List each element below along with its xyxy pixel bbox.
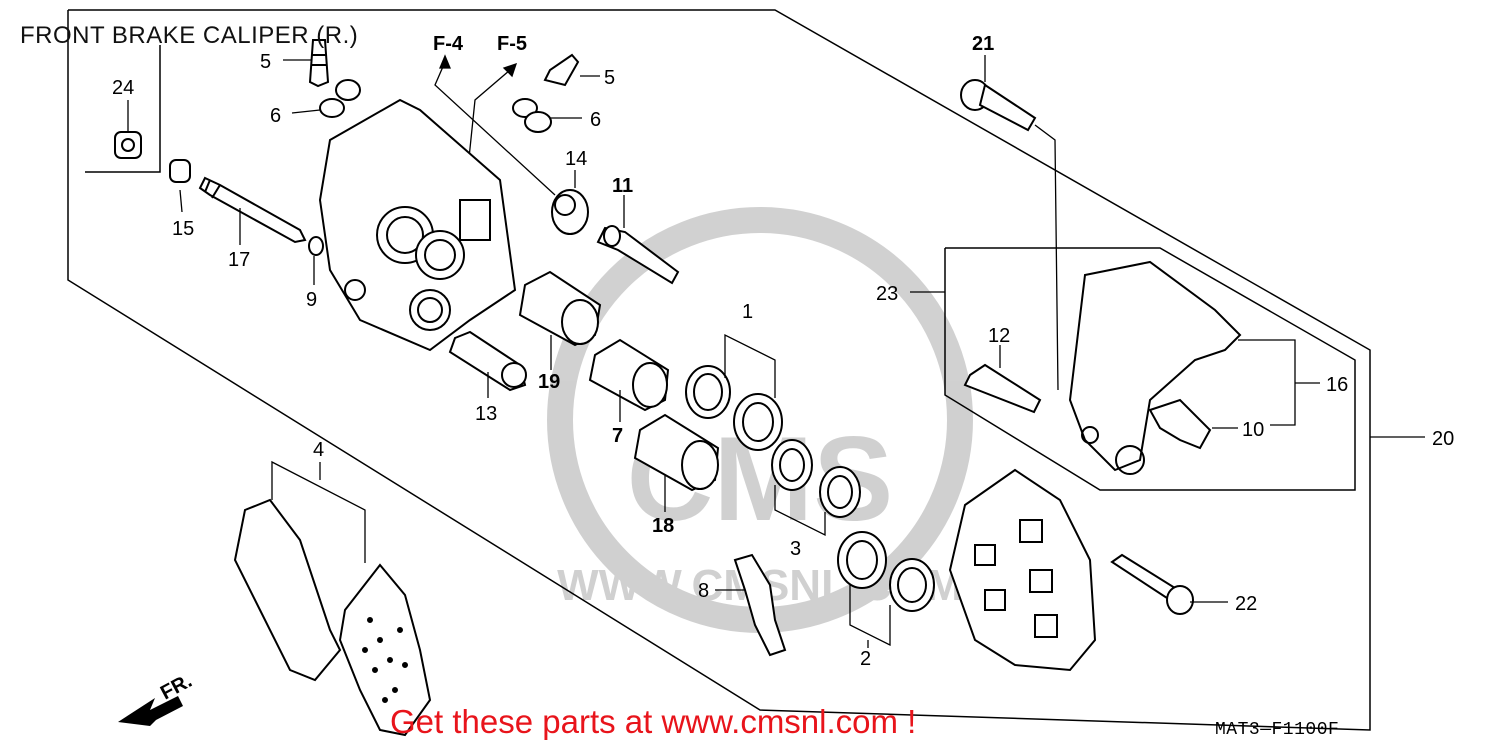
label-16: 16 [1326,374,1348,396]
label-1: 1 [742,301,753,323]
seals-part-3 [771,439,861,518]
part-15 [169,159,191,183]
assembly-outline [67,9,1371,731]
bracket-outline [944,247,1356,491]
part-22 [1110,553,1194,615]
part-13 [448,330,527,392]
label-5-left: 5 [260,51,271,73]
part-16-bracket [1068,260,1242,475]
part-21 [960,79,1037,132]
label-4: 4 [313,439,324,461]
label-14: 14 [565,148,587,170]
label-22: 22 [1235,593,1257,615]
front-marker-label: FR. [157,670,196,705]
label-6-left: 6 [270,105,281,127]
seals-part-1 [685,365,783,451]
f4-arrowhead [439,54,451,69]
label-24: 24 [112,77,134,99]
front-arrow-icon [118,696,183,726]
f5-arrowhead [502,62,518,78]
part-7 [588,338,670,412]
label-23: 23 [876,283,898,305]
f4-leader [434,61,556,196]
front-marker: FR. [118,670,196,726]
part-6-left [319,79,361,118]
part-12 [963,363,1042,414]
part-5-right [543,53,580,87]
leader-lines [127,55,1425,648]
part-14 [551,189,589,235]
part-10 [1148,398,1212,450]
label-5-right: 5 [604,67,615,89]
label-13: 13 [475,403,497,425]
diagram-title: FRONT BRAKE CALIPER (R.) [20,22,359,49]
part-5-left [308,39,330,88]
part-labels: 5 6 5 6 24 14 11 15 17 9 13 19 7 18 1 3 … [112,33,1454,670]
part-24 [114,131,142,159]
label-7: 7 [612,425,623,447]
label-19: 19 [538,371,560,393]
caliper-outer-half [948,468,1097,672]
label-17: 17 [228,249,250,271]
caliper-body [318,98,517,352]
diagram-code: MAT3—F1100F [1215,720,1340,740]
outline-boxes [67,9,1371,731]
part-8 [733,553,787,657]
label-20: 20 [1432,428,1454,450]
label-10: 10 [1242,419,1264,441]
part-11 [596,225,680,285]
label-9: 9 [306,289,317,311]
label-3: 3 [790,538,801,560]
part-17 [198,176,307,244]
ref-f5: F-5 [497,33,527,55]
label-6-right: 6 [590,109,601,131]
promo-link-text[interactable]: Get these parts at www.cmsnl.com ! [390,703,917,740]
ref-f4: F-4 [433,33,464,55]
label-12: 12 [988,325,1010,347]
part-19 [518,270,602,347]
label-2: 2 [860,648,871,670]
part-6-right [512,98,552,133]
label-15: 15 [172,218,194,240]
label-21: 21 [972,33,994,55]
label-8: 8 [698,580,709,602]
label-18: 18 [652,515,674,537]
seals-part-2 [837,531,935,612]
part-18 [633,413,720,492]
part-4-pads [233,498,432,737]
part-24-box [85,45,161,173]
part-9 [308,236,324,256]
label-11: 11 [612,175,633,197]
